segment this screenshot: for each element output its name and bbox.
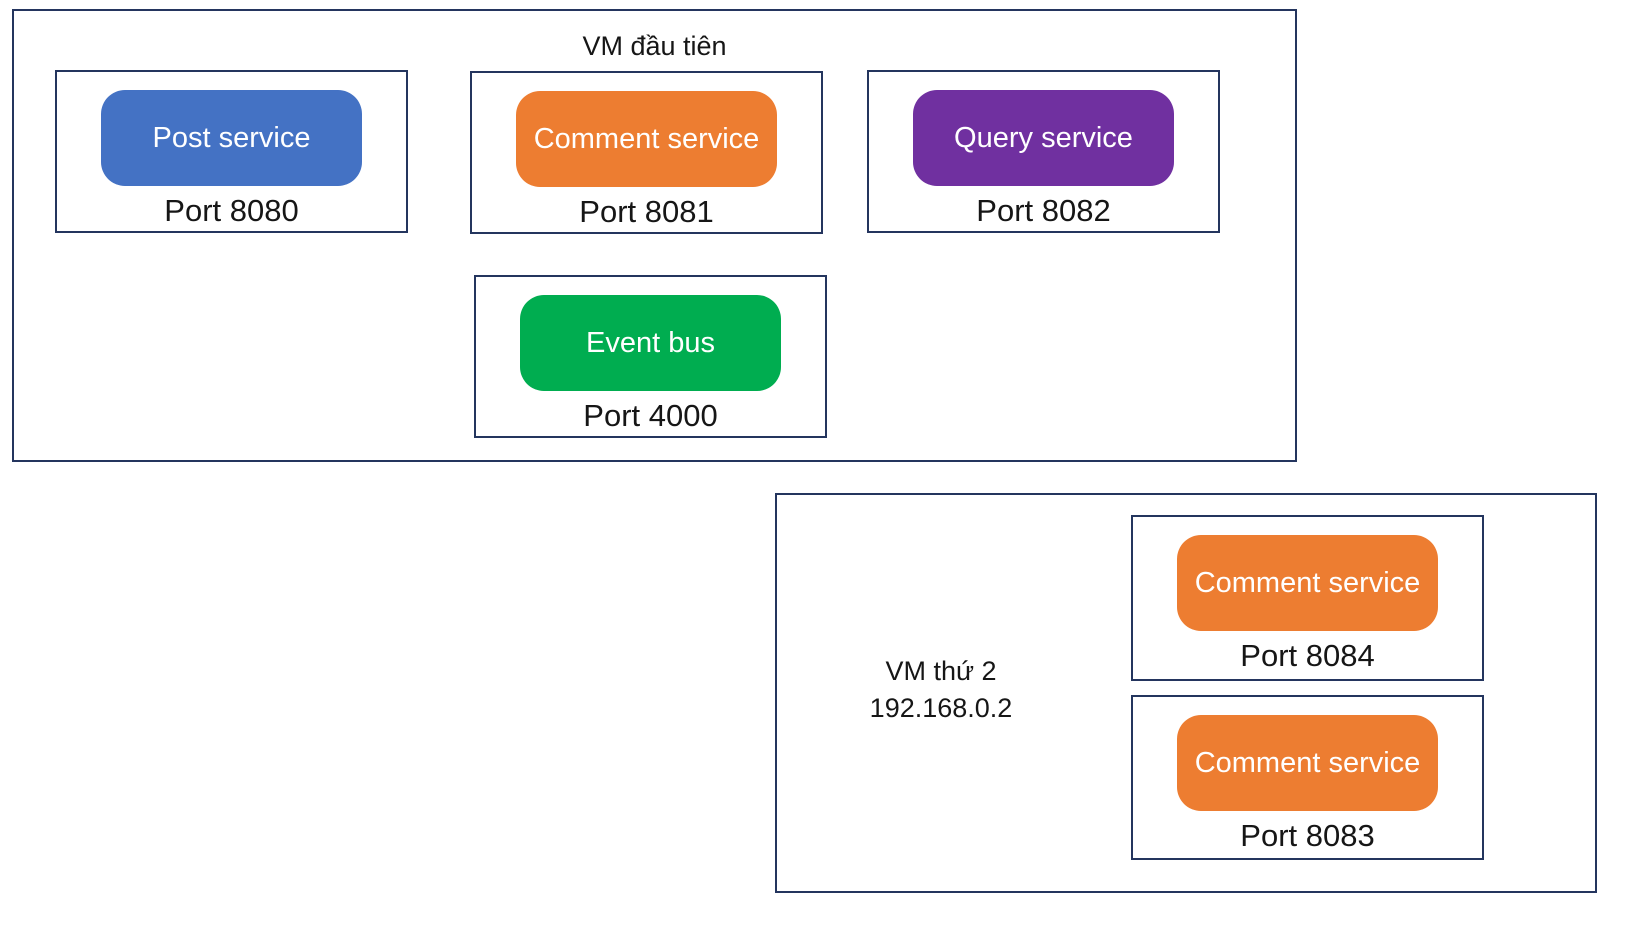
- post-service-card: Post service Port 8080: [55, 70, 408, 233]
- event-bus-node: Event bus: [520, 295, 781, 391]
- query-service-card: Query service Port 8082: [867, 70, 1220, 233]
- event-bus-card: Event bus Port 4000: [474, 275, 827, 438]
- comment-service-node: Comment service: [516, 91, 777, 187]
- query-service-port-label: Port 8082: [976, 193, 1111, 228]
- comment-service-8084-node: Comment service: [1177, 535, 1438, 631]
- vm1-container: VM đầu tiên Post service Port 8080 Comme…: [12, 9, 1297, 462]
- comment-service-8084-card: Comment service Port 8084: [1131, 515, 1484, 681]
- comment-service-8083-node: Comment service: [1177, 715, 1438, 811]
- comment-service-8083-port-label: Port 8083: [1240, 818, 1375, 853]
- event-bus-port-label: Port 4000: [583, 398, 718, 433]
- comment-service-8083-card: Comment service Port 8083: [1131, 695, 1484, 860]
- vm2-container: VM thứ 2 192.168.0.2 Comment service Por…: [775, 493, 1597, 893]
- comment-service-card: Comment service Port 8081: [470, 71, 823, 234]
- vm2-title: VM thứ 2: [885, 656, 997, 686]
- comment-service-8084-port-label: Port 8084: [1240, 638, 1375, 673]
- comment-service-port-label: Port 8081: [579, 194, 714, 229]
- post-service-port-label: Port 8080: [164, 193, 299, 228]
- vm2-label: VM thứ 2 192.168.0.2: [795, 653, 1087, 727]
- vm2-ip-address: 192.168.0.2: [869, 693, 1013, 723]
- vm1-title: VM đầu tiên: [582, 31, 727, 61]
- query-service-node: Query service: [913, 90, 1174, 186]
- post-service-node: Post service: [101, 90, 362, 186]
